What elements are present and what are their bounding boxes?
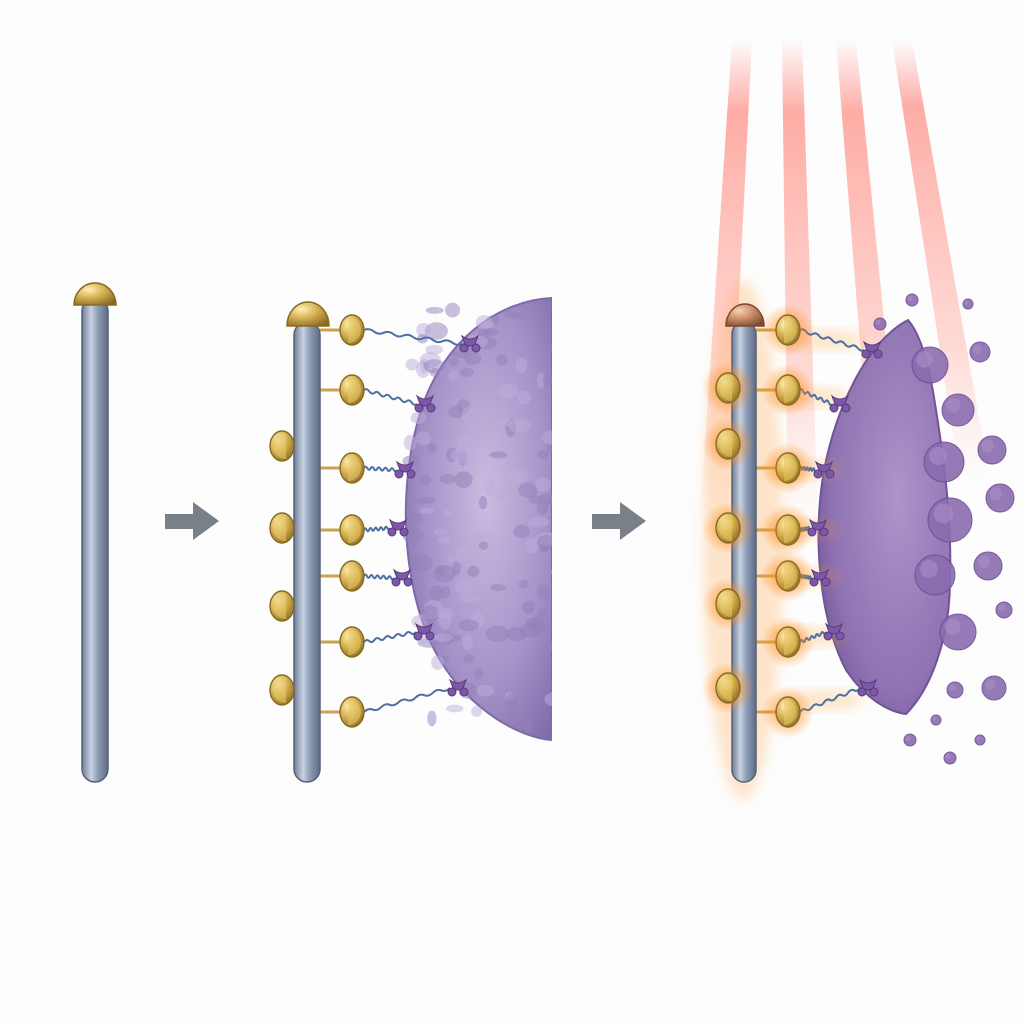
receptor (809, 568, 831, 587)
fragmenting-cell (817, 293, 1015, 765)
cell-fragment (903, 733, 917, 747)
cell-fragment (930, 714, 942, 726)
right-arrow-icon (165, 502, 219, 540)
left-ligands (269, 430, 295, 706)
rod-cap (725, 303, 765, 327)
rod-cap (286, 301, 330, 327)
cell-fragment (977, 435, 1007, 465)
receptor (414, 394, 436, 413)
rod (81, 297, 109, 783)
linker-chain (363, 388, 418, 406)
gold-ligand (339, 560, 365, 592)
receptor (447, 678, 469, 697)
gold-ligand (702, 362, 754, 414)
cell-fragment (973, 551, 1003, 581)
cell-fragment (939, 613, 977, 651)
receptor (823, 622, 845, 641)
panel-rod-under-light (700, 40, 1015, 800)
gold-ligand (702, 662, 754, 714)
cell-fragment (941, 393, 975, 427)
receptor (391, 568, 413, 587)
panel-rod-bound-to-cell (269, 296, 552, 783)
linker-chain (363, 465, 398, 473)
receptor (387, 518, 409, 537)
light-beam (892, 40, 990, 480)
ligand-receptor-links (318, 314, 481, 728)
gold-ligand (269, 430, 295, 462)
right-arrow-icon (592, 502, 646, 540)
cell-fragment (927, 497, 973, 543)
gold-ligand (339, 696, 365, 728)
receptor (413, 622, 435, 641)
receptor (829, 394, 851, 413)
rod-cap (73, 282, 117, 306)
rod (293, 321, 321, 783)
gold-ligand (339, 374, 365, 406)
gold-ligand (339, 314, 365, 346)
cancer-cell (402, 296, 552, 742)
cell-fragment (943, 751, 957, 765)
gold-ligand (339, 514, 365, 546)
gold-ligand (762, 686, 814, 738)
cell-fragments (873, 293, 1015, 765)
cell-fragment (969, 341, 991, 363)
cell-fragment (923, 441, 965, 483)
cell-fragment (981, 675, 1007, 701)
gold-ligand (269, 512, 295, 544)
gold-ligand (702, 418, 754, 470)
cell-fragment (873, 317, 887, 331)
receptor (861, 340, 883, 359)
gold-ligand (762, 304, 814, 356)
gold-ligand (269, 674, 295, 706)
cell-fragment (985, 483, 1015, 513)
panel-bare-rod (73, 282, 117, 783)
receptor (394, 460, 416, 479)
receptor (459, 334, 481, 353)
gold-ligand (702, 502, 754, 554)
receptor (857, 678, 879, 697)
receptor (807, 518, 829, 537)
receptor (813, 460, 835, 479)
linker-chain (363, 687, 451, 713)
left-ligands (702, 362, 754, 714)
cell-fragment (911, 346, 949, 384)
gold-ligand (702, 578, 754, 630)
linker-chain (363, 525, 391, 533)
cell-fragment (905, 293, 919, 307)
cell-fragment (946, 681, 964, 699)
ligand-receptor-links (756, 304, 883, 738)
cell-fragment (995, 601, 1013, 619)
linker-chain (363, 630, 417, 644)
gold-ligand (339, 452, 365, 484)
linker-chain (363, 573, 395, 581)
cell-fragment (962, 298, 974, 310)
cell-fragment (974, 734, 986, 746)
gold-ligand (269, 590, 295, 622)
gold-ligand (339, 626, 365, 658)
cell-fragment (914, 554, 956, 596)
linker-chain (363, 328, 463, 346)
